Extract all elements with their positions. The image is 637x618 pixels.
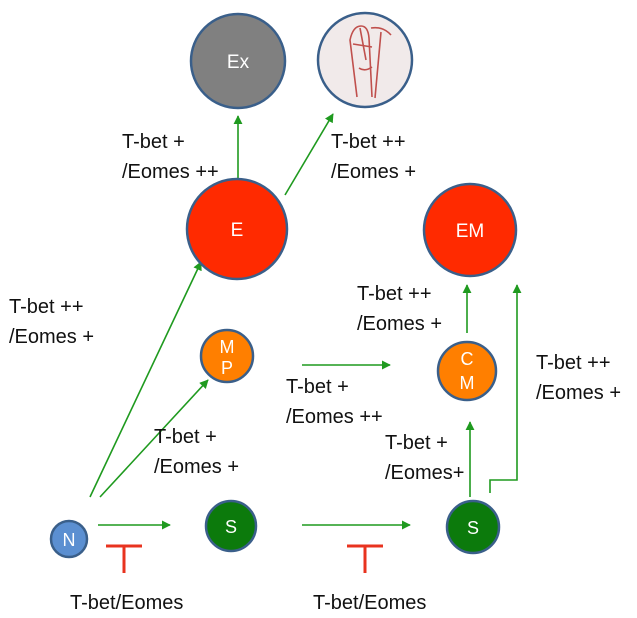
node-e: E	[185, 177, 289, 281]
node-s-left: S	[204, 499, 258, 553]
death-reaper-icon	[316, 11, 414, 109]
node-n-label: N	[63, 530, 76, 550]
label-s-to-cm: T-bet + /Eomes+	[385, 432, 465, 484]
arrow-s-to-em	[489, 284, 522, 493]
node-ex-label: Ex	[227, 52, 250, 73]
label-inhibit-left: T-bet/Eomes	[70, 592, 184, 614]
node-s-left-label: S	[225, 517, 237, 537]
node-mp: M P	[199, 328, 255, 384]
node-cm: C M	[436, 340, 498, 402]
node-cm-label-1: C	[461, 349, 474, 369]
label-e-to-death: T-bet ++ /Eomes +	[331, 131, 417, 183]
label-n-to-mp: T-bet + /Eomes +	[154, 426, 240, 478]
label-n-to-e: T-bet ++ /Eomes +	[9, 296, 95, 348]
label-e-to-ex: T-bet + /Eomes ++	[122, 131, 219, 183]
inhibition-left	[106, 544, 142, 573]
node-cm-label-2: M	[460, 373, 475, 393]
node-s-right: S	[445, 499, 501, 555]
arrow-n-to-e	[89, 261, 202, 498]
node-em-label: EM	[456, 221, 485, 242]
label-cm-to-em: T-bet ++ /Eomes +	[357, 283, 443, 335]
node-mp-label-1: M	[220, 337, 235, 357]
arrow-n-to-mp	[99, 379, 209, 498]
node-n: N	[49, 519, 89, 559]
label-mp-to-cm: T-bet + /Eomes ++	[286, 376, 383, 428]
label-inhibit-right: T-bet/Eomes	[313, 592, 427, 614]
node-ex: Ex	[189, 12, 287, 110]
label-s-to-em: T-bet ++ /Eomes +	[536, 352, 622, 404]
inhibition-right	[347, 544, 383, 573]
node-mp-label-2: P	[221, 358, 233, 378]
node-e-label: E	[231, 220, 244, 241]
node-em: EM	[422, 182, 518, 278]
arrow-e-to-death	[284, 113, 334, 196]
node-s-right-label: S	[467, 518, 479, 538]
